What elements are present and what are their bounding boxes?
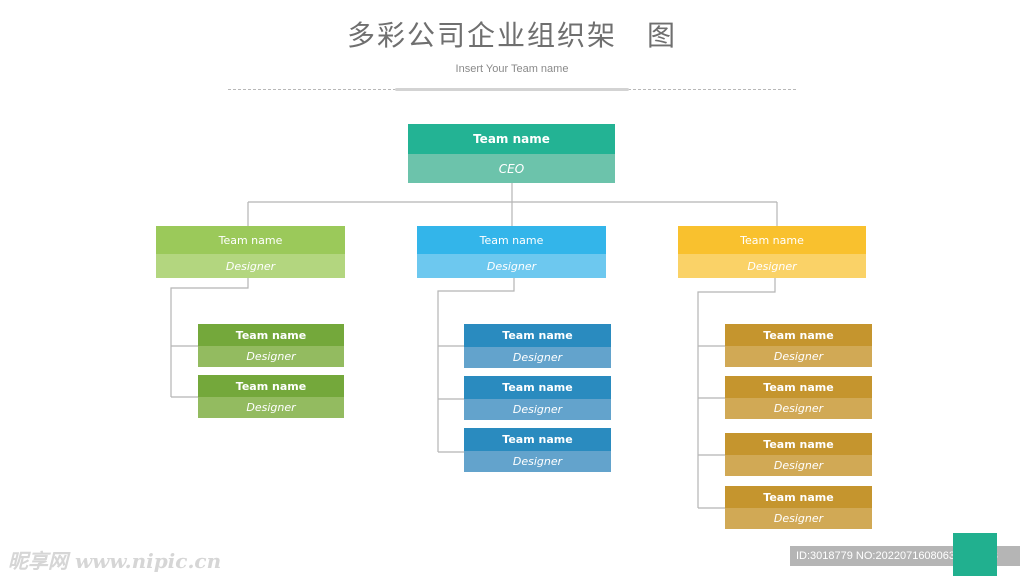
member-node-role: Designer bbox=[725, 346, 872, 367]
connector-dept-1-tree bbox=[170, 278, 249, 397]
member-node-d3-4: Team name Designer bbox=[725, 486, 872, 529]
member-node-name: Team name bbox=[725, 376, 872, 398]
member-node-d2-2: Team name Designer bbox=[464, 376, 611, 420]
dept-node-1: Team name Designer bbox=[156, 226, 345, 278]
ceo-node-role: CEO bbox=[408, 154, 615, 183]
member-node-name: Team name bbox=[725, 324, 872, 346]
member-node-role: Designer bbox=[198, 346, 344, 367]
member-node-d2-1: Team name Designer bbox=[464, 324, 611, 368]
member-node-name: Team name bbox=[725, 486, 872, 508]
member-node-name: Team name bbox=[198, 324, 344, 346]
member-node-role: Designer bbox=[464, 347, 611, 368]
ceo-node-name: Team name bbox=[408, 124, 615, 154]
member-node-d1-1: Team name Designer bbox=[198, 324, 344, 367]
member-node-role: Designer bbox=[464, 451, 611, 472]
connector-dept-2-tree bbox=[437, 278, 515, 452]
header-divider-bar bbox=[395, 88, 629, 91]
member-node-d3-1: Team name Designer bbox=[725, 324, 872, 367]
dept-node-2: Team name Designer bbox=[417, 226, 606, 278]
dept-node-role: Designer bbox=[156, 254, 345, 278]
page-subtitle: Insert Your Team name bbox=[455, 63, 569, 75]
member-node-role: Designer bbox=[725, 455, 872, 476]
member-node-role: Designer bbox=[198, 397, 344, 418]
dept-node-name: Team name bbox=[417, 226, 606, 254]
corner-accent-square bbox=[953, 533, 997, 576]
member-node-name: Team name bbox=[725, 433, 872, 455]
member-node-name: Team name bbox=[464, 324, 611, 347]
member-node-role: Designer bbox=[725, 508, 872, 529]
dept-node-3: Team name Designer bbox=[678, 226, 866, 278]
watermark-left: 昵享网 www.nipic.cn bbox=[8, 549, 222, 573]
member-node-role: Designer bbox=[725, 398, 872, 419]
member-node-d3-2: Team name Designer bbox=[725, 376, 872, 419]
connector-dept-3-tree bbox=[697, 278, 776, 508]
member-node-name: Team name bbox=[198, 375, 344, 397]
member-node-d2-3: Team name Designer bbox=[464, 428, 611, 472]
dept-node-role: Designer bbox=[678, 254, 866, 278]
member-node-name: Team name bbox=[464, 376, 611, 399]
ceo-node: Team name CEO bbox=[408, 124, 615, 183]
member-node-d1-2: Team name Designer bbox=[198, 375, 344, 418]
member-node-role: Designer bbox=[464, 399, 611, 420]
dept-node-name: Team name bbox=[678, 226, 866, 254]
page-title: 多彩公司企业组织架 图 bbox=[346, 19, 677, 52]
dept-node-role: Designer bbox=[417, 254, 606, 278]
member-node-d3-3: Team name Designer bbox=[725, 433, 872, 476]
dept-node-name: Team name bbox=[156, 226, 345, 254]
member-node-name: Team name bbox=[464, 428, 611, 451]
